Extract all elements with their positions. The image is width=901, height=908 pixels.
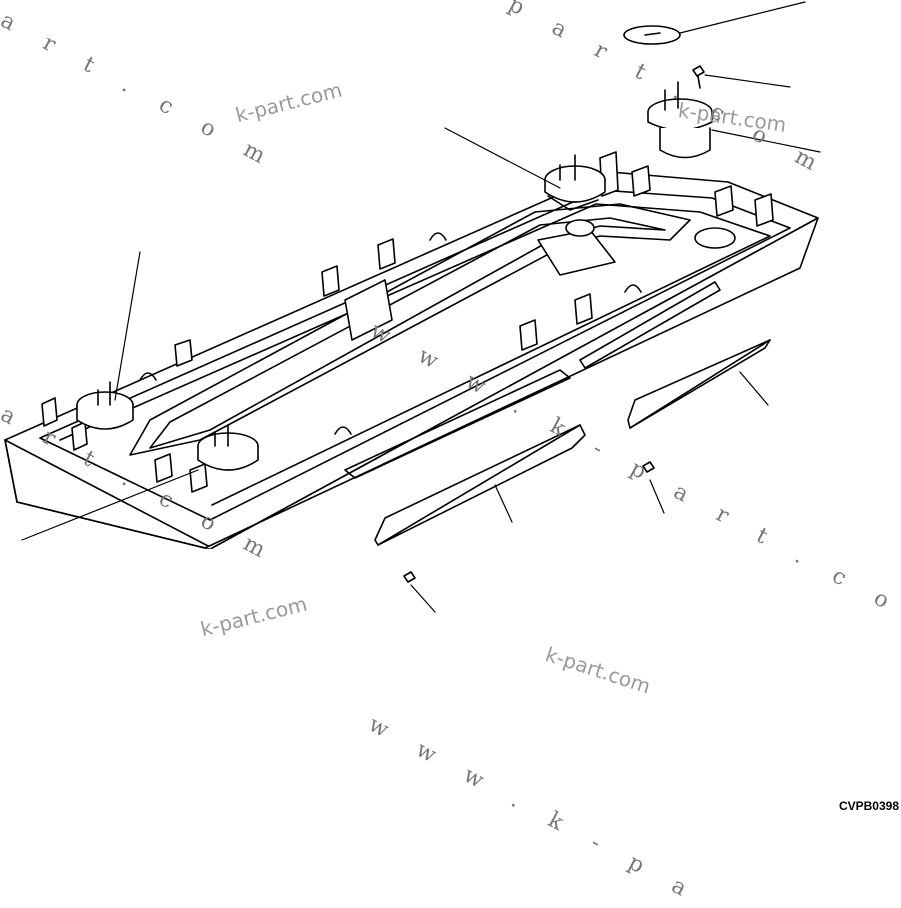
diagram-code: CVPB0398 (838, 799, 899, 813)
mount-left-bottom (197, 424, 259, 471)
mount-center (544, 154, 606, 211)
bolt-top (692, 65, 705, 89)
leader-lines (21, 1, 821, 613)
side-panel-right (627, 339, 771, 429)
screw-left (403, 571, 416, 583)
mount-left-top (76, 381, 134, 430)
screw-right (642, 461, 655, 473)
parts-diagram (4, 1, 821, 613)
cover-plate-disc (623, 25, 681, 45)
motor-unit (647, 81, 713, 159)
side-panel-left (374, 424, 586, 546)
